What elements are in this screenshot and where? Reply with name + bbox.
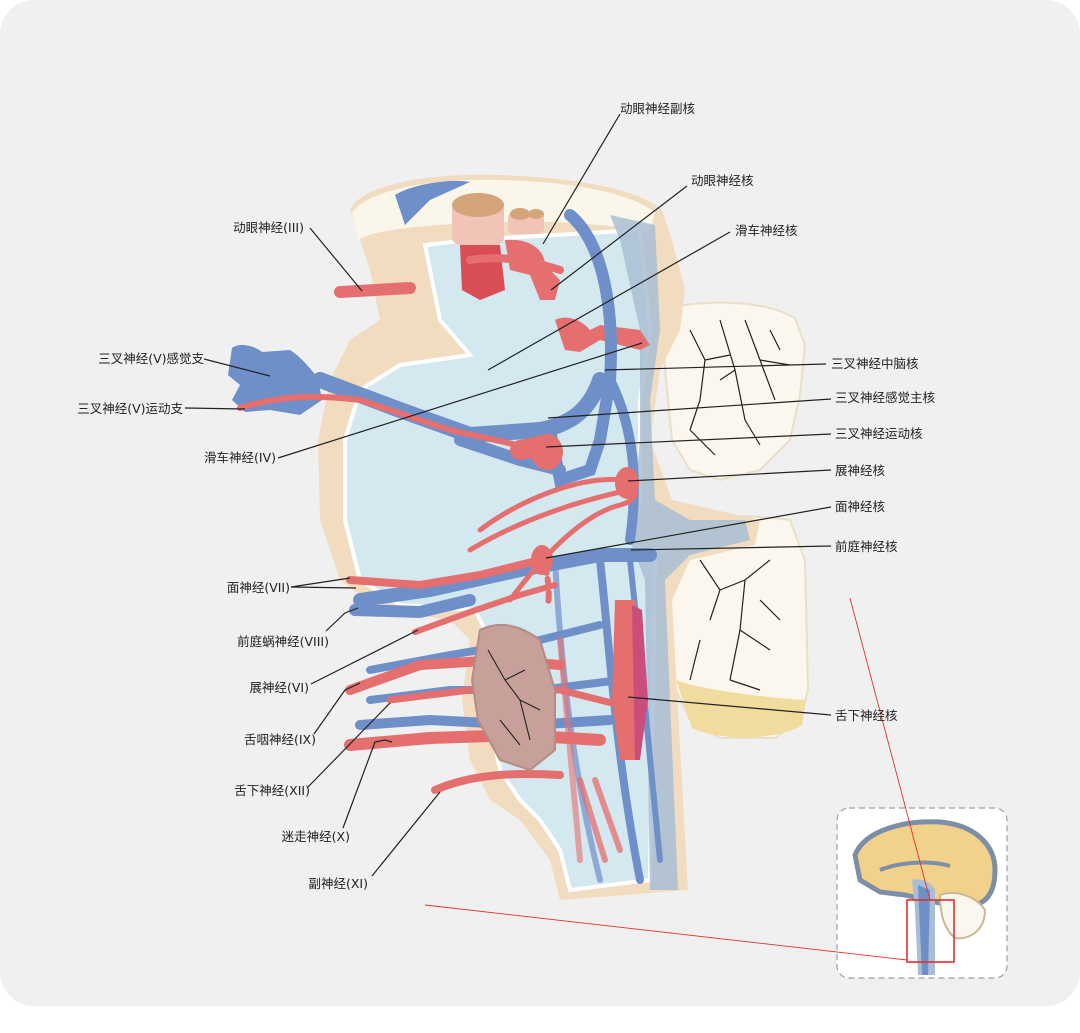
zoom-connector-lines <box>424 597 931 961</box>
label-facial-nerve: 面神经(VII) <box>227 580 290 595</box>
inset-brain-thumbnail <box>836 807 1008 979</box>
label-accessory-oculomotor-nucleus: 动眼神经副核 <box>620 101 696 116</box>
label-motor-trigeminal-nucleus: 三叉神经运动核 <box>835 426 923 441</box>
label-vestibulocochlear-nerve: 前庭蜗神经(VIII) <box>237 634 329 649</box>
label-trigeminal-sensory-branch: 三叉神经(V)感觉支 <box>98 351 204 366</box>
label-glossopharyngeal-nerve: 舌咽神经(IX) <box>244 732 316 747</box>
label-hypoglossal-nerve: 舌下神经(XII) <box>234 783 310 798</box>
label-trochlear-nerve: 滑车神经(IV) <box>204 450 276 465</box>
label-vagus-nerve: 迷走神经(X) <box>282 829 350 844</box>
label-mesencephalic-trigeminal-nucleus: 三叉神经中脑核 <box>831 356 919 371</box>
label-abducens-nucleus: 展神经核 <box>835 463 886 478</box>
cerebellum <box>658 301 810 739</box>
label-trochlear-nucleus: 滑车神经核 <box>735 223 798 238</box>
label-trigeminal-motor-branch: 三叉神经(V)运动支 <box>77 401 183 416</box>
label-oculomotor-nucleus: 动眼神经核 <box>691 173 754 188</box>
label-facial-nucleus: 面神经核 <box>835 499 886 514</box>
label-oculomotor-nerve: 动眼神经(III) <box>233 220 304 235</box>
label-hypoglossal-nucleus: 舌下神经核 <box>835 708 898 723</box>
label-abducens-nerve: 展神经(VI) <box>250 680 310 695</box>
leader-lines <box>184 113 832 877</box>
label-accessory-nerve: 副神经(XI) <box>308 876 368 891</box>
label-vestibular-nucleus: 前庭神经核 <box>835 539 898 554</box>
labels: 动眼神经(III) 三叉神经(V)感觉支 三叉神经(V)运动支 滑车神经(IV)… <box>77 101 935 891</box>
midbrain-nuclei <box>452 193 650 352</box>
nuclei <box>470 434 648 772</box>
label-principal-sensory-trigeminal-nucleus: 三叉神经感觉主核 <box>835 390 936 405</box>
